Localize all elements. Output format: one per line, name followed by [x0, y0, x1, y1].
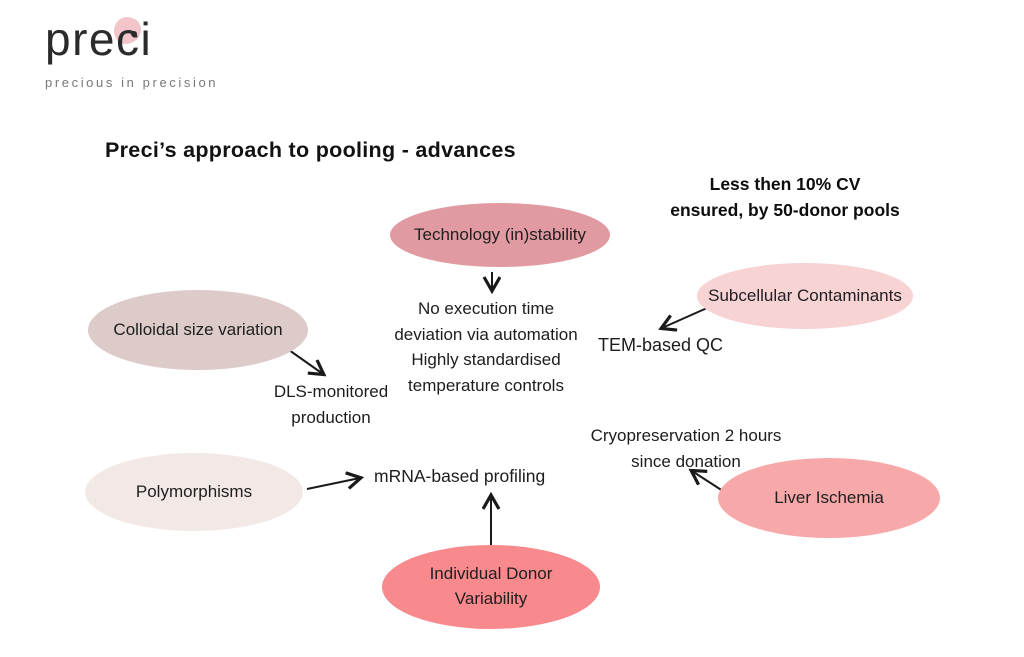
cv-annotation-line1: Less then 10% CV: [709, 174, 861, 194]
note-execution-line1: No execution time: [417, 299, 555, 318]
arrow-subcellular-to-tem: [662, 307, 708, 328]
note-dls-monitored-production: DLS-monitored production: [255, 379, 407, 430]
note-cryo-line2: since donation: [631, 451, 741, 471]
bubble-colloidal-label: Colloidal size variation: [113, 319, 283, 339]
logo-wordmark: preci: [45, 13, 153, 65]
logo-tagline: precious in precision: [45, 74, 219, 90]
cv-annotation-line2: ensured, by 50-donor pools: [670, 200, 900, 220]
bubble-polymorphisms-label: Polymorphisms: [135, 481, 253, 501]
note-tem-based-qc: TEM-based QC: [598, 335, 724, 355]
bubble-technology-instability: Technology (in)stability: [390, 203, 610, 267]
arrow-polymorphisms-to-mrna: [306, 478, 360, 490]
bubble-colloidal-size-variation: Colloidal size variation: [88, 290, 308, 370]
note-cryo-line1: Cryopreservation 2 hours: [590, 426, 782, 445]
bubble-liver-ischemia: Liver Ischemia: [718, 458, 940, 538]
bubble-technology-label: Technology (in)stability: [414, 224, 586, 244]
note-execution-line3: Highly standardised: [411, 350, 561, 369]
bubble-liver-label: Liver Ischemia: [774, 487, 884, 507]
bubble-polymorphisms: Polymorphisms: [85, 453, 303, 531]
note-dls-line1: DLS-monitored: [273, 382, 389, 401]
bubble-donor-label: Individual Donor Variability: [429, 564, 553, 608]
note-mrna-based-profiling: mRNA-based profiling: [374, 466, 546, 486]
page-title: Preci’s approach to pooling - advances: [105, 138, 516, 162]
preci-logo: preci precious in precision: [45, 14, 218, 90]
bubble-subcellular-contaminants: Subcellular Contaminants: [697, 263, 913, 329]
note-cryopreservation: Cryopreservation 2 hours since donation: [566, 423, 806, 474]
note-dls-line2: production: [291, 407, 371, 427]
note-execution-controls: No execution time deviation via automati…: [366, 296, 606, 398]
note-execution-line2: deviation via automation: [394, 324, 578, 344]
arrow-colloidal-to-dls: [288, 349, 323, 374]
bubble-individual-donor-variability: Individual Donor Variability: [382, 545, 600, 629]
logo-dot-icon: [131, 30, 138, 37]
bubble-subcellular-label: Subcellular Contaminants: [708, 285, 902, 305]
note-execution-line4: temperature controls: [408, 375, 564, 395]
cv-annotation: Less then 10% CV ensured, by 50-donor po…: [655, 171, 915, 223]
logo-pink-blob-icon: [114, 17, 141, 44]
